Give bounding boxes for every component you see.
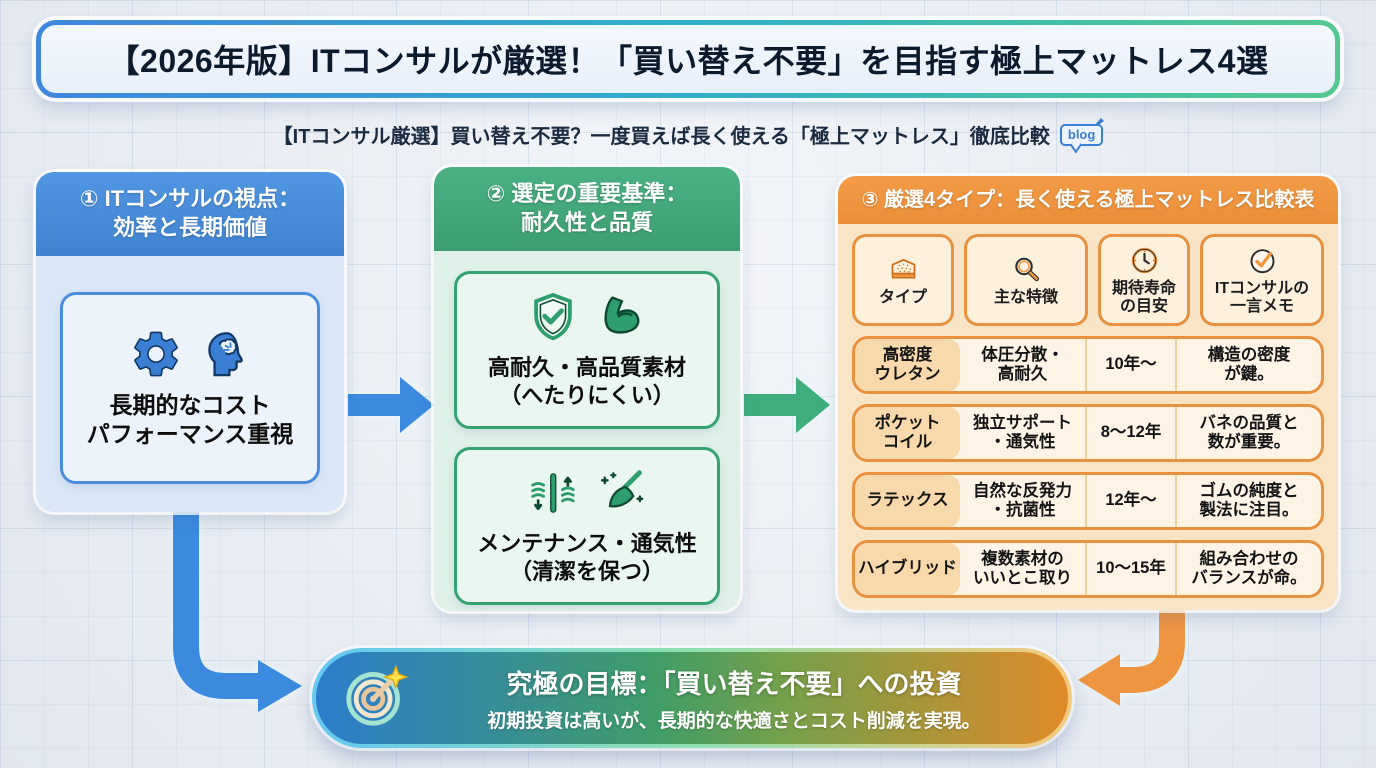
column-label-type: タイプ: [878, 288, 927, 306]
pen-icon: [1094, 117, 1105, 126]
goal-banner: 究極の目標：「買い替え不要」への投資 初期投資は高いが、長期的な快適さとコスト削…: [312, 648, 1072, 748]
clock-icon: [1131, 247, 1157, 273]
arrow-right-green: [744, 377, 830, 433]
panel-it-consultant-viewpoint: ① ITコンサルの視点： 効率と長期価値 長期的なコスト パフォーマンス重視: [36, 172, 344, 512]
column-label-lifespan: 期待寿命 の目安: [1111, 279, 1176, 315]
panel2-body: 高耐久・高品質素材 （へたりにくい）: [434, 251, 740, 605]
panel2-card1-icon-row: [526, 290, 648, 344]
cell-lifespan: 10〜15年: [1085, 543, 1175, 595]
cell-memo: 組み合わせの バランスが命。: [1175, 543, 1321, 595]
target-icon: [342, 662, 410, 735]
panel2-card2-icon-row: [526, 466, 648, 520]
check-circle-icon: [1250, 248, 1274, 273]
airflow-icon: [531, 473, 575, 513]
cell-lifespan: 10年〜: [1085, 339, 1175, 391]
shield-check-icon: [534, 292, 572, 341]
column-header-type: タイプ: [852, 234, 954, 326]
panel-comparison-table: ③ 厳選4タイプ：長く使える極上マットレス比較表 タイプ: [838, 176, 1338, 610]
muscle-icon: [604, 296, 640, 334]
table-row-hybrid: ハイブリッド 複数素材の いいとこ取り 10〜15年 組み合わせの バランスが命…: [852, 540, 1324, 598]
cell-feature: 体圧分散・ 高耐久: [981, 345, 1064, 383]
arrow-right-blue: [348, 377, 434, 433]
cell-memo: 構造の密度 が鍵。: [1175, 339, 1321, 391]
column-label-memo: ITコンサルの 一言メモ: [1214, 279, 1310, 315]
blog-icon: blog: [1059, 117, 1105, 146]
panel-selection-criteria: ② 選定の重要基準： 耐久性と品質 高耐久・高品質素材 （へたりにくい）: [434, 167, 740, 611]
magnifier-icon: [1014, 257, 1039, 281]
cell-memo: ゴムの純度と 製法に注目。: [1175, 475, 1321, 527]
cell-lifespan: 8〜12年: [1085, 407, 1175, 459]
panel2-header: ② 選定の重要基準： 耐久性と品質: [434, 167, 740, 251]
blog-badge-label: blog: [1067, 126, 1096, 142]
panel1-icon-row: [129, 327, 251, 381]
panel2-card-maintenance: メンテナンス・通気性 （清潔を保つ）: [454, 447, 720, 605]
gear-icon: [134, 331, 178, 376]
arrow-elbow-blue: [173, 504, 302, 712]
panel3-header: ③ 厳選4タイプ：長く使える極上マットレス比較表: [838, 176, 1338, 224]
cell-feature: 複数素材の いいとこ取り: [973, 549, 1072, 587]
comparison-table: タイプ 主な特徴: [838, 224, 1338, 608]
goal-text: 究極の目標：「買い替え不要」への投資 初期投資は高いが、長期的な快適さとコスト削…: [426, 664, 1042, 733]
cell-type: 高密度 ウレタン: [855, 339, 960, 391]
column-header-memo: ITコンサルの 一言メモ: [1200, 234, 1324, 326]
panel2-card1-text: 高耐久・高品質素材 （へたりにくい）: [487, 354, 686, 408]
column-header-features: 主な特徴: [964, 234, 1088, 326]
title-banner-inner: 【2026年版】ITコンサルが厳選！「買い替え不要」を目指す極上マットレス4選: [41, 25, 1335, 93]
cell-type: ハイブリッド: [855, 543, 960, 595]
panel2-card-durability: 高耐久・高品質素材 （へたりにくい）: [454, 271, 720, 429]
panel1-card-text: 長期的なコスト パフォーマンス重視: [86, 391, 294, 447]
panel2-card2-text: メンテナンス・通気性 （清潔を保つ）: [477, 530, 697, 584]
arrow-elbow-orange: [1078, 602, 1185, 706]
table-row-urethane: 高密度 ウレタン 体圧分散・ 高耐久 10年〜 構造の密度 が鍵。: [852, 336, 1324, 394]
panel1-card-cost-performance: 長期的なコスト パフォーマンス重視: [60, 292, 320, 484]
page-subtitle: 【ITコンサル厳選】買い替え不要？一度買えば長く使える「極上マットレス」徹底比較: [272, 126, 1050, 148]
table-row-pocket-coil: ポケット コイル 独立サポート ・通気性 8〜12年 バネの品質と 数が重要。: [852, 404, 1324, 462]
cell-memo: バネの品質と 数が重要。: [1175, 407, 1321, 459]
brain-head-icon: [208, 331, 243, 376]
subtitle-row: 【ITコンサル厳選】買い替え不要？一度買えば長く使える「極上マットレス」徹底比較…: [0, 117, 1376, 149]
table-header-row: タイプ 主な特徴: [852, 234, 1324, 326]
cell-lifespan: 12年〜: [1085, 475, 1175, 527]
page-title: 【2026年版】ITコンサルが厳選！「買い替え不要」を目指す極上マットレス4選: [107, 43, 1269, 79]
broom-icon: [600, 470, 644, 508]
title-banner: 【2026年版】ITコンサルが厳選！「買い替え不要」を目指す極上マットレス4選: [36, 20, 1340, 98]
cell-feature: 独立サポート ・通気性: [973, 413, 1072, 451]
panel1-header: ① ITコンサルの視点： 効率と長期価値: [36, 172, 344, 256]
cell-type: ポケット コイル: [855, 407, 960, 459]
goal-subtitle: 初期投資は高いが、長期的な快適さとコスト削減を実現。: [487, 710, 981, 732]
cell-type: ラテックス: [855, 475, 960, 527]
cell-feature: 自然な反発力 ・抗菌性: [973, 481, 1072, 519]
column-label-features: 主な特徴: [993, 288, 1058, 306]
column-header-lifespan: 期待寿命 の目安: [1098, 234, 1190, 326]
table-row-latex: ラテックス 自然な反発力 ・抗菌性 12年〜 ゴムの純度と 製法に注目。: [852, 472, 1324, 530]
goal-title: 究極の目標：「買い替え不要」への投資: [506, 668, 962, 699]
goal-banner-inner: 究極の目標：「買い替え不要」への投資 初期投資は高いが、長期的な快適さとコスト削…: [316, 652, 1068, 744]
mattress-icon: [891, 258, 915, 279]
